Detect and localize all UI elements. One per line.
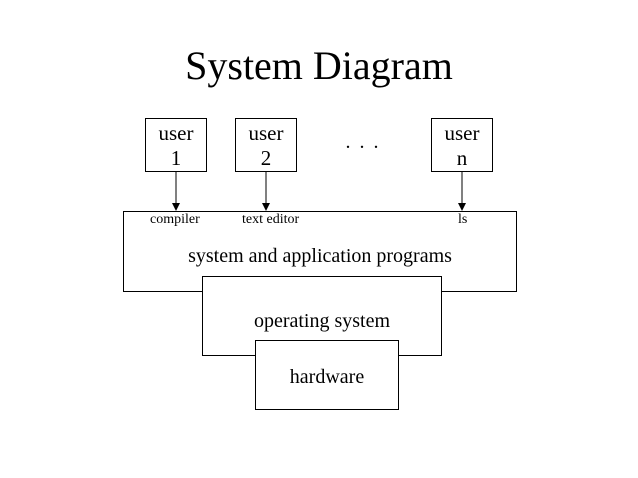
compiler-label: compiler	[150, 212, 200, 227]
user-1-line1: user	[158, 121, 194, 145]
system-programs-label: system and application programs	[188, 245, 452, 267]
diagram-title: System Diagram	[185, 43, 453, 88]
user-2-box: user 2	[235, 118, 297, 172]
operating-system-label: operating system	[253, 310, 391, 332]
user-n-line2: n	[456, 146, 468, 170]
user-n-box: user n	[431, 118, 493, 172]
hardware-label: hardware	[289, 366, 365, 388]
system-and-application-programs-box: system and application programs	[123, 211, 517, 292]
user-1-box: user 1	[145, 118, 207, 172]
user-2-line1: user	[248, 121, 284, 145]
ellipsis-more-users: . . .	[345, 131, 381, 153]
user-2-line2: 2	[260, 146, 272, 170]
hardware-box: hardware	[255, 340, 399, 410]
ls-label: ls	[458, 212, 468, 227]
text-editor-label: text editor	[242, 212, 300, 227]
user-1-line2: 1	[170, 146, 182, 170]
user-n-line1: user	[444, 121, 480, 145]
operating-system-box: operating system	[202, 276, 442, 356]
